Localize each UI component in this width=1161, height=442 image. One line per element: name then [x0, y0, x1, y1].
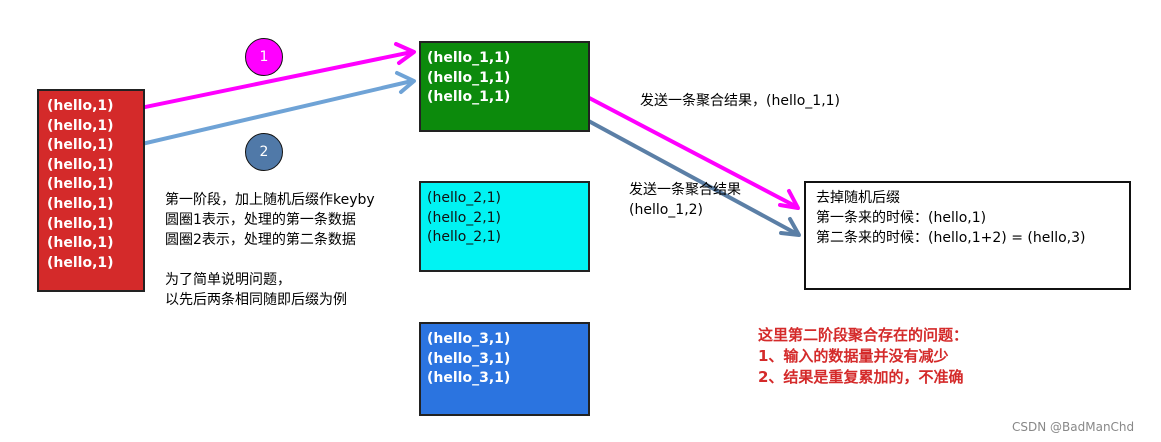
problem-line: 1、输入的数据量并没有减少: [758, 347, 949, 365]
source-record: (hello,1): [47, 117, 114, 134]
source-record: (hello,1): [47, 98, 114, 114]
arrow-1-red-to-green: [114, 50, 414, 115]
note-line: 第一阶段，加上随机后缀作keyby: [165, 192, 375, 208]
source-record: (hello,1): [47, 254, 114, 271]
note-line: 圆圈2表示，处理的第二条数据: [165, 232, 356, 248]
stage-one-note: 第一阶段，加上随机后缀作keyby 圆圈1表示，处理的第一条数据 圆圈2表示，处…: [165, 190, 375, 310]
arrow-1-head: [394, 42, 416, 65]
note-line: 圆圈1表示，处理的第一条数据: [165, 212, 356, 228]
step-1-circle: 1: [245, 38, 283, 76]
arrow-3-head: [778, 189, 800, 210]
arrow-2-head: [395, 71, 416, 94]
partition-record: (hello_3,1): [427, 370, 511, 387]
source-record: (hello,1): [47, 215, 114, 232]
result-box: 去掉随机后缀 第一条来的时候：(hello,1) 第二条来的时候：(hello,…: [804, 181, 1131, 290]
send-label-line: 发送一条聚合结果: [629, 182, 741, 198]
source-record: (hello,1): [47, 235, 114, 252]
arrow-2-red-to-green: [114, 79, 414, 152]
partition-record: (hello_3,1): [427, 331, 511, 347]
partition-record: (hello_1,1): [427, 89, 511, 106]
source-data-box: (hello,1) (hello,1) (hello,1) (hello,1) …: [37, 89, 145, 292]
partition-box-hello-1: (hello_1,1) (hello_1,1) (hello_1,1): [419, 41, 590, 132]
problem-note: 这里第二阶段聚合存在的问题： 1、输入的数据量并没有减少 2、结果是重复累加的，…: [758, 325, 968, 388]
note-line: [165, 250, 375, 270]
source-record: (hello,1): [47, 176, 114, 193]
step-2-circle: 2: [245, 133, 283, 171]
problem-line: 2、结果是重复累加的，不准确: [758, 368, 964, 386]
source-record: (hello,1): [47, 156, 114, 173]
source-record: (hello,1): [47, 137, 114, 154]
result-line: 去掉随机后缀: [816, 190, 900, 206]
partition-box-hello-3: (hello_3,1) (hello_3,1) (hello_3,1): [419, 322, 590, 416]
partition-box-hello-2: (hello_2,1) (hello_2,1) (hello_2,1): [419, 181, 590, 272]
partition-record: (hello_2,1): [427, 209, 502, 226]
problem-line: 这里第二阶段聚合存在的问题：: [758, 326, 969, 344]
watermark: CSDN @BadManChd: [1012, 420, 1135, 434]
arrow-4-head: [779, 217, 801, 237]
partition-record: (hello_1,1): [427, 69, 511, 86]
send-label-second: 发送一条聚合结果 (hello_1,2): [629, 180, 741, 220]
result-line: 第二条来的时候：(hello,1+2) = (hello,3): [816, 230, 1086, 246]
result-line: 第一条来的时候：(hello,1): [816, 210, 987, 226]
send-label-first: 发送一条聚合结果，(hello_1,1): [640, 93, 841, 109]
partition-record: (hello_2,1): [427, 229, 502, 246]
note-line: 为了简单说明问题，: [165, 272, 291, 288]
note-line: 以先后两条相同随即后缀为例: [165, 292, 347, 308]
partition-record: (hello_2,1): [427, 190, 502, 206]
source-record: (hello,1): [47, 195, 114, 212]
send-label-line: (hello_1,2): [629, 202, 704, 218]
partition-record: (hello_1,1): [427, 50, 511, 66]
partition-record: (hello_3,1): [427, 350, 511, 367]
